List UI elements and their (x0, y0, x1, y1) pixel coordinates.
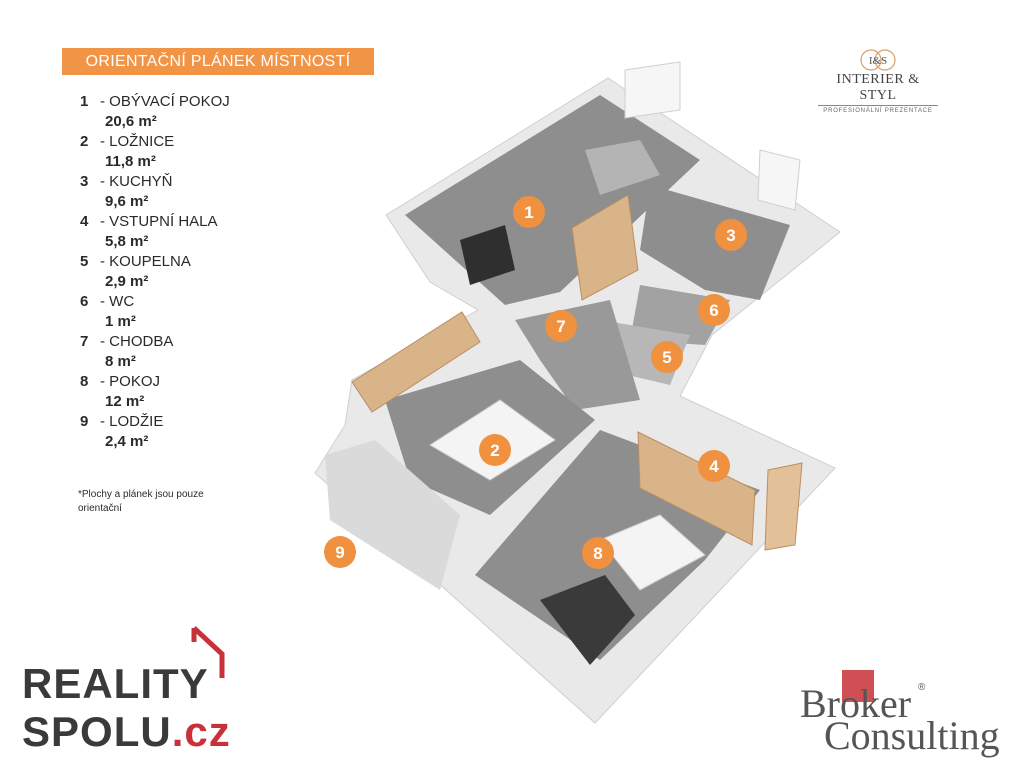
room-name: - POKOJ (100, 373, 161, 390)
brand-square-icon (842, 670, 874, 702)
floor-kitchen (640, 185, 790, 300)
brand-tagline: PROFESIONÁLNÍ PREZENTACE (823, 108, 933, 114)
svg-text:3: 3 (726, 226, 735, 245)
broker-consulting-logo: Broker ® Consulting (796, 668, 1016, 758)
room-marker-1: 1 (513, 196, 545, 228)
room-name: - WC (100, 293, 135, 310)
legend-item-6: 6 - WC 1 m² (80, 292, 230, 331)
registered-mark: ® (918, 682, 926, 693)
room-marker-4: 4 (698, 450, 730, 482)
brand-name: INTERIER & STYL (818, 72, 938, 106)
svg-text:2: 2 (490, 441, 499, 460)
legend-item-1: 1 - OBÝVACÍ POKOJ 20,6 m² (80, 92, 230, 131)
entrance-door (764, 462, 803, 551)
desk-rug (540, 575, 635, 665)
room-area: 5,8 m² (105, 233, 149, 250)
floor-loggia (325, 440, 460, 590)
room-number: 9 (80, 413, 89, 430)
legend-item-4: 4 - VSTUPNÍ HALA 5,8 m² (80, 212, 230, 251)
window-kitchen (757, 149, 801, 211)
svg-text:7: 7 (556, 317, 565, 336)
logo-line-spolu: SPOLU.cz (22, 708, 231, 755)
bed-room (599, 514, 706, 591)
room-area: 1 m² (105, 313, 136, 330)
room-name: - LOŽNICE (100, 133, 175, 150)
room-name: - CHODBA (100, 333, 174, 350)
legend-item-2: 2 - LOŽNICE 11,8 m² (80, 132, 230, 171)
wardrobe-bedroom (351, 311, 481, 413)
room-name: - KOUPELNA (100, 253, 191, 270)
legend-item-9: 9 - LODŽIE 2,4 m² (80, 412, 230, 451)
logo-line-broker: Broker (800, 681, 912, 726)
room-area: 12 m² (105, 393, 145, 410)
room-name: - LODŽIE (100, 413, 164, 430)
svg-text:8: 8 (593, 544, 602, 563)
room-area: 20,6 m² (105, 113, 157, 130)
room-marker-5: 5 (651, 341, 683, 373)
room-area: 2,4 m² (105, 433, 149, 450)
svg-text:9: 9 (335, 543, 344, 562)
reality-spolu-logo: REALITY SPOLU.cz (22, 620, 237, 760)
logo-line-consulting: Consulting (824, 713, 1000, 758)
sofa (585, 140, 660, 195)
room-marker-9: 9 (324, 536, 356, 568)
legend-item-8: 8 - POKOJ 12 m² (80, 372, 230, 411)
plan-furniture (351, 61, 803, 665)
interier-styl-logo: I&S INTERIER & STYL PROFESIONÁLNÍ PREZEN… (818, 48, 938, 114)
room-number: 7 (80, 333, 89, 350)
room-marker-2: 2 (479, 434, 511, 466)
legend-item-7: 7 - CHODBA 8 m² (80, 332, 230, 371)
room-marker-7: 7 (545, 310, 577, 342)
room-number: 2 (80, 133, 89, 150)
plan-title: ORIENTAČNÍ PLÁNEK MÍSTNOSTÍ (62, 48, 374, 75)
tv-unit (460, 225, 515, 285)
plan-markers: 1 2 3 4 5 6 7 8 9 (324, 196, 747, 569)
svg-text:1: 1 (524, 203, 533, 222)
legend-item-5: 5 - KOUPELNA 2,9 m² (80, 252, 230, 291)
roof-icon (191, 626, 225, 678)
room-marker-6: 6 (698, 294, 730, 326)
logo-domain: .cz (171, 708, 231, 755)
room-marker-8: 8 (582, 537, 614, 569)
room-name: - OBÝVACÍ POKOJ (100, 93, 230, 110)
disclaimer-note: *Plochy a plánek jsou pouze orientační (78, 489, 204, 514)
room-number: 5 (80, 253, 89, 270)
room-name: - VSTUPNÍ HALA (100, 213, 218, 230)
room-area: 9,6 m² (105, 193, 149, 210)
window-living (624, 61, 681, 119)
room-area: 8 m² (105, 353, 136, 370)
legend-item-3: 3 - KUCHYŇ 9,6 m² (80, 172, 230, 211)
room-number: 8 (80, 373, 89, 390)
room-number: 1 (80, 93, 89, 110)
room-marker-3: 3 (715, 219, 747, 251)
logo-line-reality: REALITY (22, 660, 209, 707)
room-name: - KUCHYŇ (100, 173, 173, 190)
room-number: 6 (80, 293, 89, 310)
wardrobe-living (571, 194, 639, 301)
room-number: 4 (80, 213, 89, 230)
svg-text:6: 6 (709, 301, 718, 320)
room-area: 2,9 m² (105, 273, 149, 290)
svg-text:5: 5 (662, 348, 671, 367)
room-number: 3 (80, 173, 89, 190)
monogram-text: I&S (869, 55, 887, 67)
monogram-icon: I&S (851, 48, 905, 72)
svg-text:4: 4 (709, 457, 719, 476)
room-legend: 1 - OBÝVACÍ POKOJ 20,6 m² 2 - LOŽNICE 11,8… (80, 92, 230, 452)
room-area: 11,8 m² (105, 153, 156, 170)
